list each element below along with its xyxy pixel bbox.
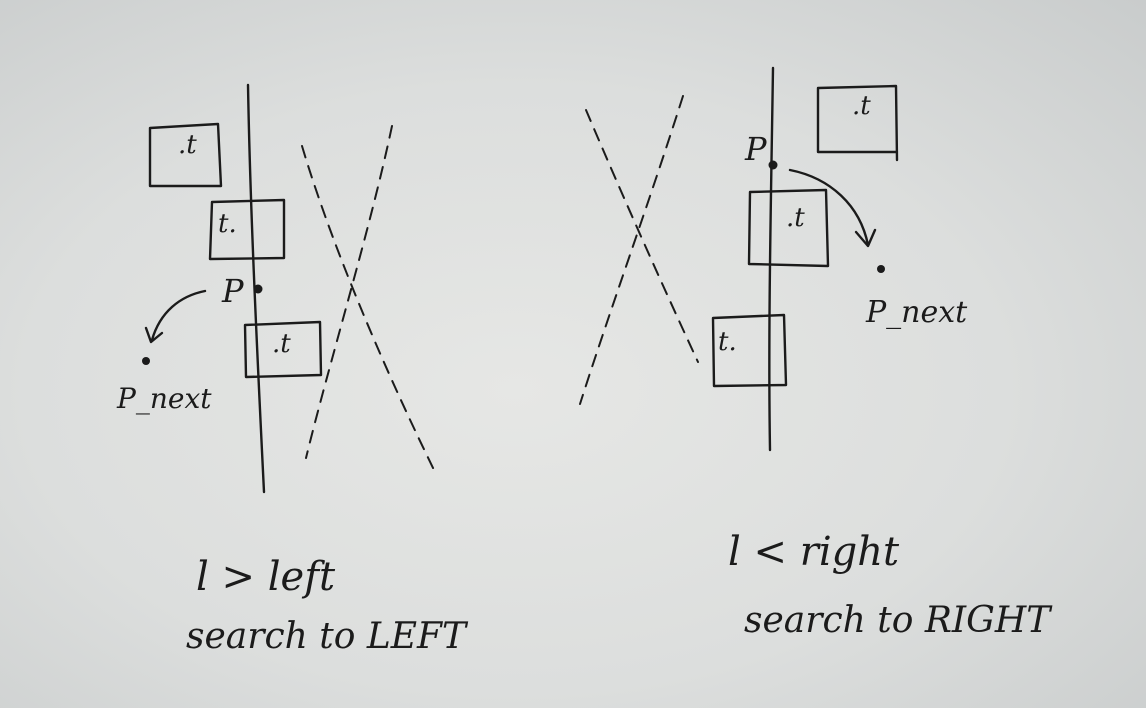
right-next-label: P_next xyxy=(865,295,968,330)
left-box-mid xyxy=(208,198,286,261)
left-condition: l > left xyxy=(196,554,336,600)
left-dashed-line-a xyxy=(305,125,393,459)
right-action: search to RIGHT xyxy=(744,600,1053,641)
left-arrow xyxy=(150,289,207,342)
right-point-label: P xyxy=(744,130,767,168)
right-condition: l < right xyxy=(728,529,900,575)
left-arrowhead xyxy=(144,326,164,344)
left-action: search to LEFT xyxy=(186,616,469,657)
right-box-top xyxy=(816,84,899,162)
right-arrow xyxy=(788,168,870,247)
left-vertical-line xyxy=(246,83,266,494)
right-box-top-label: .t xyxy=(852,91,871,121)
right-box-mid xyxy=(747,188,830,268)
left-box-mid-label: t. xyxy=(218,209,237,239)
left-box-top-label: .t xyxy=(178,130,197,160)
left-point-p xyxy=(253,284,263,294)
right-dashed-line-a xyxy=(579,95,684,405)
left-panel: .t t. .t P P_next l > left search to LEF… xyxy=(116,83,469,657)
right-box-mid-label: .t xyxy=(786,203,805,233)
right-box-bot xyxy=(711,313,788,388)
right-dashed-line-b xyxy=(585,109,699,363)
right-vertical-line xyxy=(768,66,775,452)
right-next-point xyxy=(877,265,885,273)
left-dashed-line-b xyxy=(301,145,437,475)
left-next-label: P_next xyxy=(116,382,212,415)
left-next-point xyxy=(142,357,150,365)
left-box-bot-label: .t xyxy=(272,329,291,359)
left-box-top xyxy=(148,122,223,188)
right-point-p xyxy=(768,160,778,170)
left-point-label: P xyxy=(221,272,244,310)
right-box-bot-label: t. xyxy=(718,327,737,357)
right-arrowhead xyxy=(854,228,877,248)
left-box-bot xyxy=(243,320,323,379)
right-panel: .t .t t. P P_next l < right search to RI… xyxy=(579,66,1053,641)
